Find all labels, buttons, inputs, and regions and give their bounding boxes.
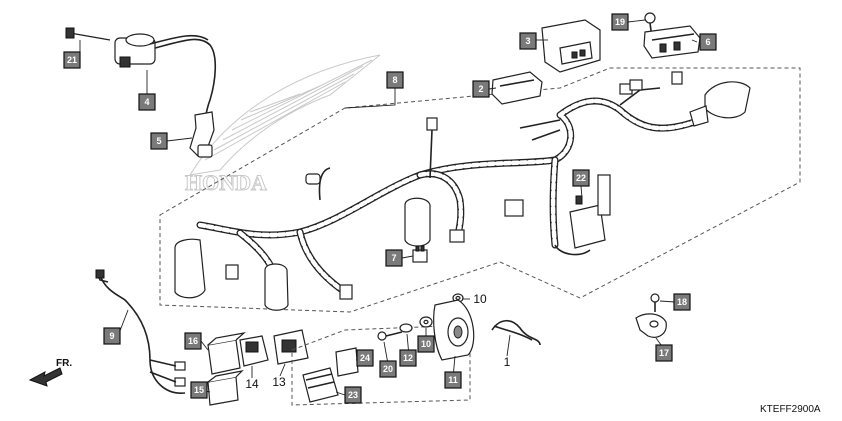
- callout-21: 21: [63, 51, 81, 69]
- ignition-coil-part-4: [65, 27, 217, 123]
- honda-wing-watermark: HONDA: [185, 54, 381, 196]
- callout-16: 16: [184, 332, 202, 350]
- svg-text:22: 22: [576, 173, 586, 183]
- callout-4: 4: [138, 93, 156, 111]
- svg-text:3: 3: [525, 36, 530, 46]
- svg-text:9: 9: [109, 331, 114, 341]
- svg-text:2: 2: [478, 84, 483, 94]
- wire-harness-part-8: [174, 71, 751, 311]
- callout-11: 11: [444, 371, 462, 389]
- diagram-code: KTEFF2900A: [760, 404, 821, 415]
- callout-10: 10: [417, 335, 435, 353]
- callout-7: 7: [385, 249, 403, 267]
- lower-group-outline: [291, 324, 471, 406]
- spark-plug-cap-part-5: [189, 111, 215, 158]
- callout-22: 22: [572, 169, 590, 187]
- svg-text:10: 10: [421, 339, 431, 349]
- bracket-part-23: [302, 367, 339, 403]
- rubber-mount-part-2: [491, 71, 543, 105]
- svg-text:4: 4: [144, 97, 149, 107]
- callout-3: 3: [519, 32, 537, 50]
- callout-5: 5: [150, 132, 168, 150]
- svg-text:21: 21: [67, 55, 77, 65]
- bolt-part-20: [377, 331, 403, 341]
- label-10: 10: [473, 292, 487, 306]
- svg-text:8: 8: [392, 75, 397, 85]
- cdi-unit-part-3: [541, 19, 601, 73]
- svg-text:7: 7: [391, 253, 396, 263]
- svg-text:23: 23: [348, 390, 358, 400]
- svg-text:11: 11: [448, 375, 458, 385]
- svg-text:19: 19: [615, 17, 625, 27]
- callout-8: 8: [386, 71, 404, 89]
- connector-part-7: [412, 245, 428, 263]
- callout-23: 23: [344, 386, 362, 404]
- screw-part-18: [650, 293, 660, 312]
- front-direction-arrow-icon: FR.: [28, 358, 72, 387]
- front-direction-label: FR.: [56, 358, 72, 369]
- svg-text:17: 17: [659, 348, 669, 358]
- regulator-part-6: [643, 12, 701, 59]
- callout-12: 12: [399, 349, 417, 367]
- callout-18: 18: [673, 293, 691, 311]
- callout-20: 20: [379, 360, 397, 378]
- cover-part-24: [335, 347, 359, 377]
- relay-part-16: [207, 332, 247, 375]
- callout-19: 19: [611, 13, 629, 31]
- svg-text:15: 15: [194, 385, 204, 395]
- clamp-part-17: [635, 313, 667, 338]
- relay-part-15: [207, 370, 244, 406]
- callout-9: 9: [103, 327, 121, 345]
- callout-17: 17: [655, 344, 673, 362]
- collar-part-12: [399, 323, 413, 333]
- callout-2: 2: [472, 80, 490, 98]
- horn-part-11: [433, 299, 475, 361]
- label-1: 1: [504, 355, 511, 369]
- svg-text:16: 16: [188, 336, 198, 346]
- band-part-1: [491, 319, 541, 346]
- relay-part-14: [239, 335, 269, 367]
- svg-text:18: 18: [677, 297, 687, 307]
- flasher-part-13: [273, 329, 309, 365]
- callout-6: 6: [699, 33, 717, 51]
- honda-logo-text: HONDA: [185, 170, 267, 195]
- washer-part-10a: [419, 316, 433, 328]
- callout-15: 15: [190, 381, 208, 399]
- svg-text:5: 5: [156, 136, 161, 146]
- svg-text:6: 6: [705, 37, 710, 47]
- callout-24: 24: [356, 349, 374, 367]
- battery-wire-part-9: [95, 269, 186, 394]
- label-13: 13: [272, 375, 286, 389]
- label-14: 14: [245, 377, 259, 391]
- svg-text:12: 12: [403, 353, 413, 363]
- svg-text:24: 24: [360, 353, 370, 363]
- svg-text:20: 20: [383, 364, 393, 374]
